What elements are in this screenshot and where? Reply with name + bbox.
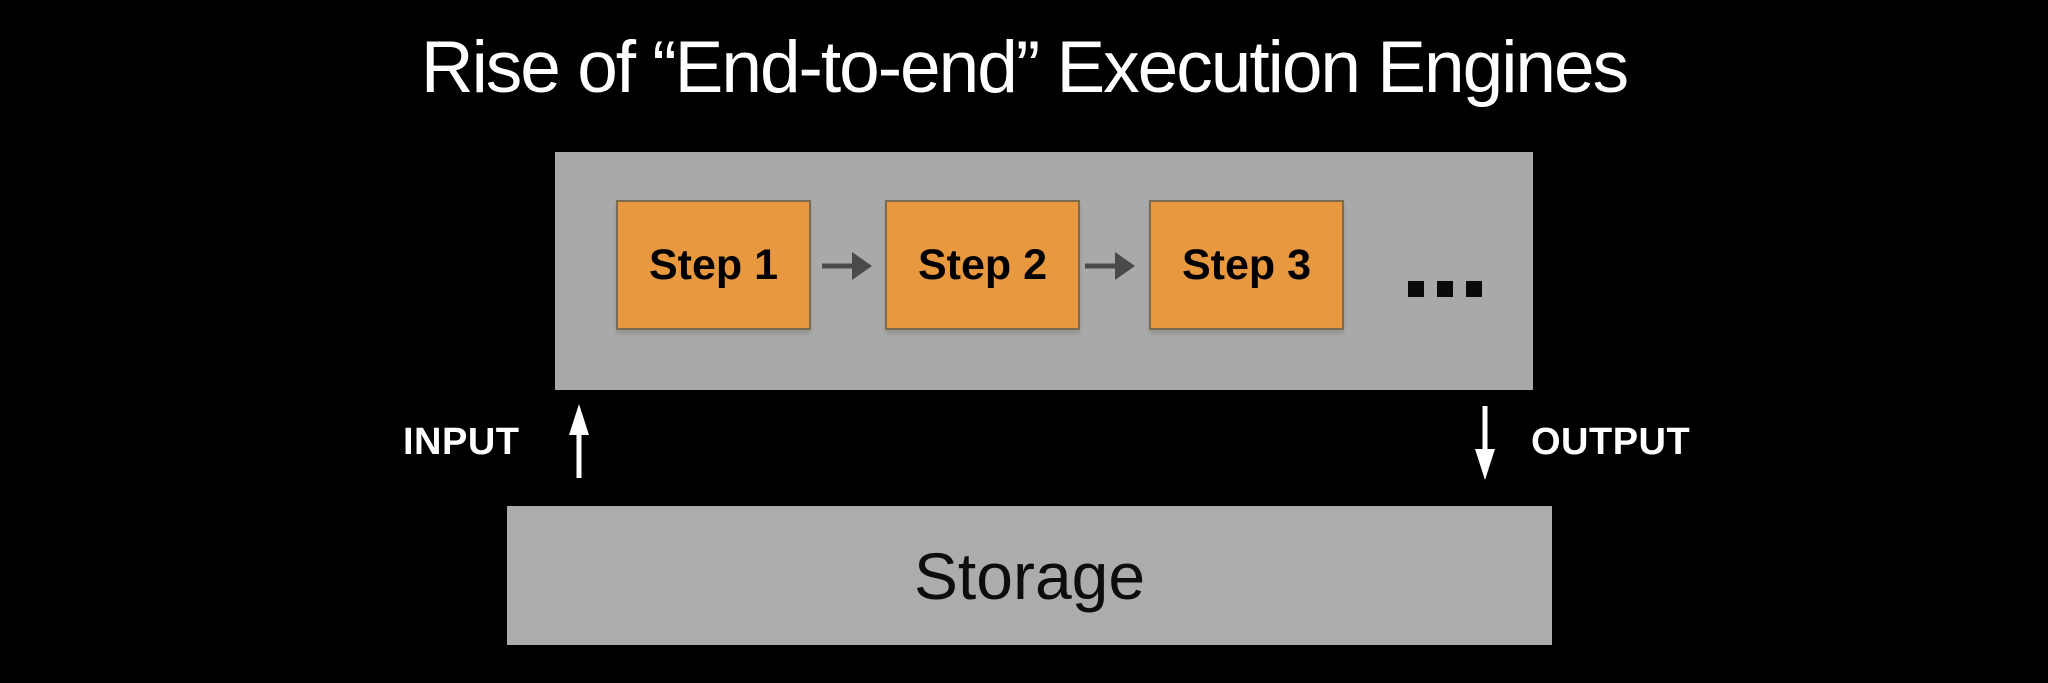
ellipsis-icon	[1408, 281, 1482, 297]
output-label: OUTPUT	[1531, 421, 1691, 463]
ellipsis-dot	[1437, 281, 1453, 297]
step-1-box: Step 1	[616, 200, 811, 330]
slide-title: Rise of “End-to-end” Execution Engines	[420, 27, 1629, 108]
input-label: INPUT	[403, 421, 520, 463]
step-2-label: Step 2	[917, 240, 1048, 289]
step-3-box: Step 3	[1149, 200, 1344, 330]
step-1-label: Step 1	[648, 240, 779, 289]
ellipsis-dot	[1466, 281, 1482, 297]
right-arrow-icon	[822, 252, 872, 280]
right-arrow-icon	[1085, 252, 1135, 280]
up-arrow-icon	[569, 404, 589, 478]
storage-label: Storage	[913, 538, 1146, 613]
storage-box: Storage	[507, 506, 1552, 645]
step-3-label: Step 3	[1181, 240, 1312, 289]
down-arrow-icon	[1475, 406, 1495, 480]
step-2-box: Step 2	[885, 200, 1080, 330]
ellipsis-dot	[1408, 281, 1424, 297]
